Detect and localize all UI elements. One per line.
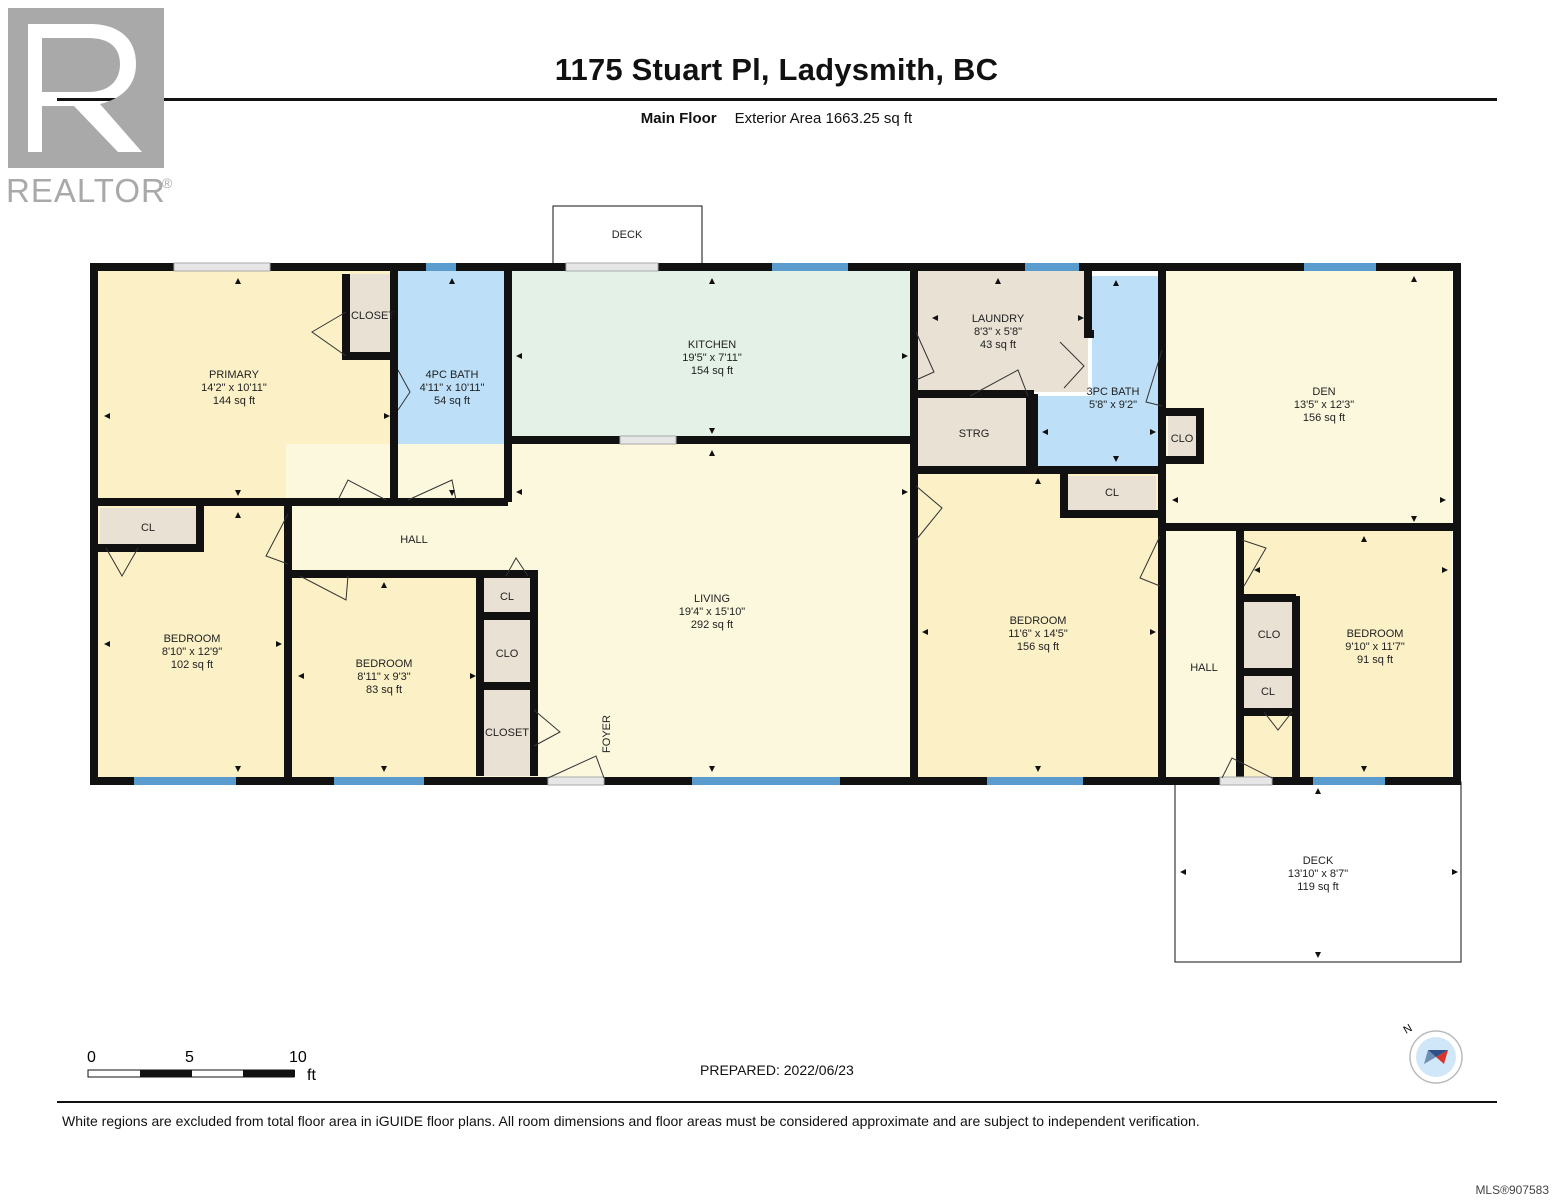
bed3-area: 156 sq ft — [1017, 641, 1059, 653]
scale-tick-5: 5 — [185, 1049, 194, 1066]
bedroom2-room[interactable] — [292, 578, 476, 778]
deck-top[interactable] — [552, 205, 703, 265]
deck-rear-dims: 13'10" x 8'7" — [1288, 868, 1348, 880]
exterior-area: Exterior Area 1663.25 sq ft — [734, 110, 913, 127]
windows — [134, 263, 1385, 785]
floor-subtitle: Main Floor Exterior Area 1663.25 sq ft — [0, 110, 1553, 127]
bed4-name: BEDROOM — [1347, 628, 1404, 640]
laundry-area: 43 sq ft — [980, 339, 1016, 351]
bed1-area: 102 sq ft — [171, 659, 213, 671]
bed2-name: BEDROOM — [356, 658, 413, 670]
scale-tick-10: 10 — [289, 1049, 307, 1066]
closet-bed1-label: CL — [141, 522, 155, 534]
bath4-name: 4PC BATH — [426, 369, 479, 381]
bed1-name: BEDROOM — [164, 633, 221, 645]
closet-foyer-label: CLOSET — [485, 727, 529, 739]
closet-primary-label: CLOSET — [351, 310, 395, 322]
bed2-area: 83 sq ft — [366, 684, 402, 696]
footer-rule — [57, 1101, 1497, 1103]
living-name: LIVING — [694, 593, 730, 605]
disclaimer: White regions are excluded from total fl… — [62, 1113, 1200, 1129]
closet-clo-bed4-label: CLO — [1258, 629, 1281, 641]
bath3-name: 3PC BATH — [1087, 386, 1140, 398]
closet-den-label: CLO — [1171, 433, 1194, 445]
scale-bar: 0 5 10 ft — [87, 1049, 316, 1084]
bed4-area: 91 sq ft — [1357, 654, 1393, 666]
den-name: DEN — [1312, 386, 1335, 398]
closet-cl-bed4-label: CL — [1261, 686, 1275, 698]
closet-foyer[interactable] — [484, 690, 530, 776]
compass-north: N — [1402, 1022, 1415, 1036]
bed4-dims: 9'10" x 11'7" — [1345, 641, 1405, 653]
page-title: 1175 Stuart Pl, Ladysmith, BC — [554, 52, 999, 87]
bed3-name: BEDROOM — [1010, 615, 1067, 627]
kitchen-dims: 19'5" x 7'11" — [682, 352, 742, 364]
primary-name: PRIMARY — [209, 369, 260, 381]
den-area: 156 sq ft — [1303, 412, 1345, 424]
bath4-area: 54 sq ft — [434, 395, 470, 407]
closet-bed1[interactable] — [100, 508, 198, 548]
hall-left-label: HALL — [400, 534, 428, 546]
prepared-date: PREPARED: 2022/06/23 — [700, 1062, 854, 1078]
realtor-wordmark: REALTOR — [6, 172, 166, 209]
den-dims: 13'5" x 12'3" — [1294, 399, 1354, 411]
bath4-dims: 4'11" x 10'11" — [420, 382, 485, 394]
scale-unit: ft — [307, 1067, 316, 1084]
dimension-arrows — [104, 276, 1458, 958]
deck-rear[interactable] — [1174, 781, 1462, 963]
closet-cl-hall[interactable] — [484, 576, 530, 614]
bed1-dims: 8'10" x 12'9" — [162, 646, 222, 658]
openings — [173, 262, 1273, 786]
foyer-label: FOYER — [601, 715, 613, 753]
bath3-room[interactable] — [1036, 276, 1160, 466]
closet-clo-bed2-label: CLO — [496, 648, 519, 660]
bed2-dims: 8'11" x 9'3" — [357, 671, 410, 683]
laundry-name: LAUNDRY — [972, 313, 1025, 325]
scale-tick-0: 0 — [87, 1049, 96, 1066]
strg-label: STRG — [959, 428, 990, 440]
laundry-room[interactable] — [916, 270, 1088, 392]
closet-cl-bed3[interactable] — [1068, 476, 1156, 512]
realtor-registered: ® — [162, 175, 173, 191]
kitchen-room[interactable] — [510, 270, 912, 440]
bath3-dims: 5'8" x 9'2" — [1089, 399, 1137, 411]
primary-dims: 14'2" x 10'11" — [201, 382, 267, 394]
closet-cl-bed4[interactable] — [1244, 676, 1292, 710]
closet-clo-bed4[interactable] — [1244, 598, 1294, 668]
deck-top-label: DECK — [612, 229, 643, 241]
primary-area: 144 sq ft — [213, 395, 255, 407]
realtor-logo: REALTOR ® — [6, 8, 173, 209]
deck-rear-name: DECK — [1303, 855, 1334, 867]
hall-left — [286, 506, 510, 572]
closet-primary[interactable] — [348, 274, 392, 356]
strg-room[interactable] — [916, 396, 1028, 468]
hall-right-label: HALL — [1190, 662, 1218, 674]
closet-cl-bed3-label: CL — [1105, 487, 1119, 499]
bedroom3-room[interactable] — [916, 472, 1162, 778]
title-rule — [57, 98, 1497, 101]
mls-number: MLS®907583 — [1475, 1183, 1549, 1197]
closet-cl-hall-label: CL — [500, 591, 514, 603]
living-dims: 19'4" x 15'10" — [679, 606, 746, 618]
kitchen-area: 154 sq ft — [691, 365, 733, 377]
compass-icon: N — [1402, 1022, 1463, 1084]
kitchen-name: KITCHEN — [688, 339, 736, 351]
bed3-dims: 11'6" x 14'5" — [1008, 628, 1068, 640]
living-area: 292 sq ft — [691, 619, 733, 631]
deck-rear-area: 119 sq ft — [1297, 881, 1338, 893]
door-swings — [105, 311, 1293, 779]
laundry-dims: 8'3" x 5'8" — [974, 326, 1022, 338]
closet-clo-bed2[interactable] — [484, 620, 530, 682]
closet-clo-den[interactable] — [1168, 414, 1198, 458]
floor-name: Main Floor — [640, 110, 717, 127]
